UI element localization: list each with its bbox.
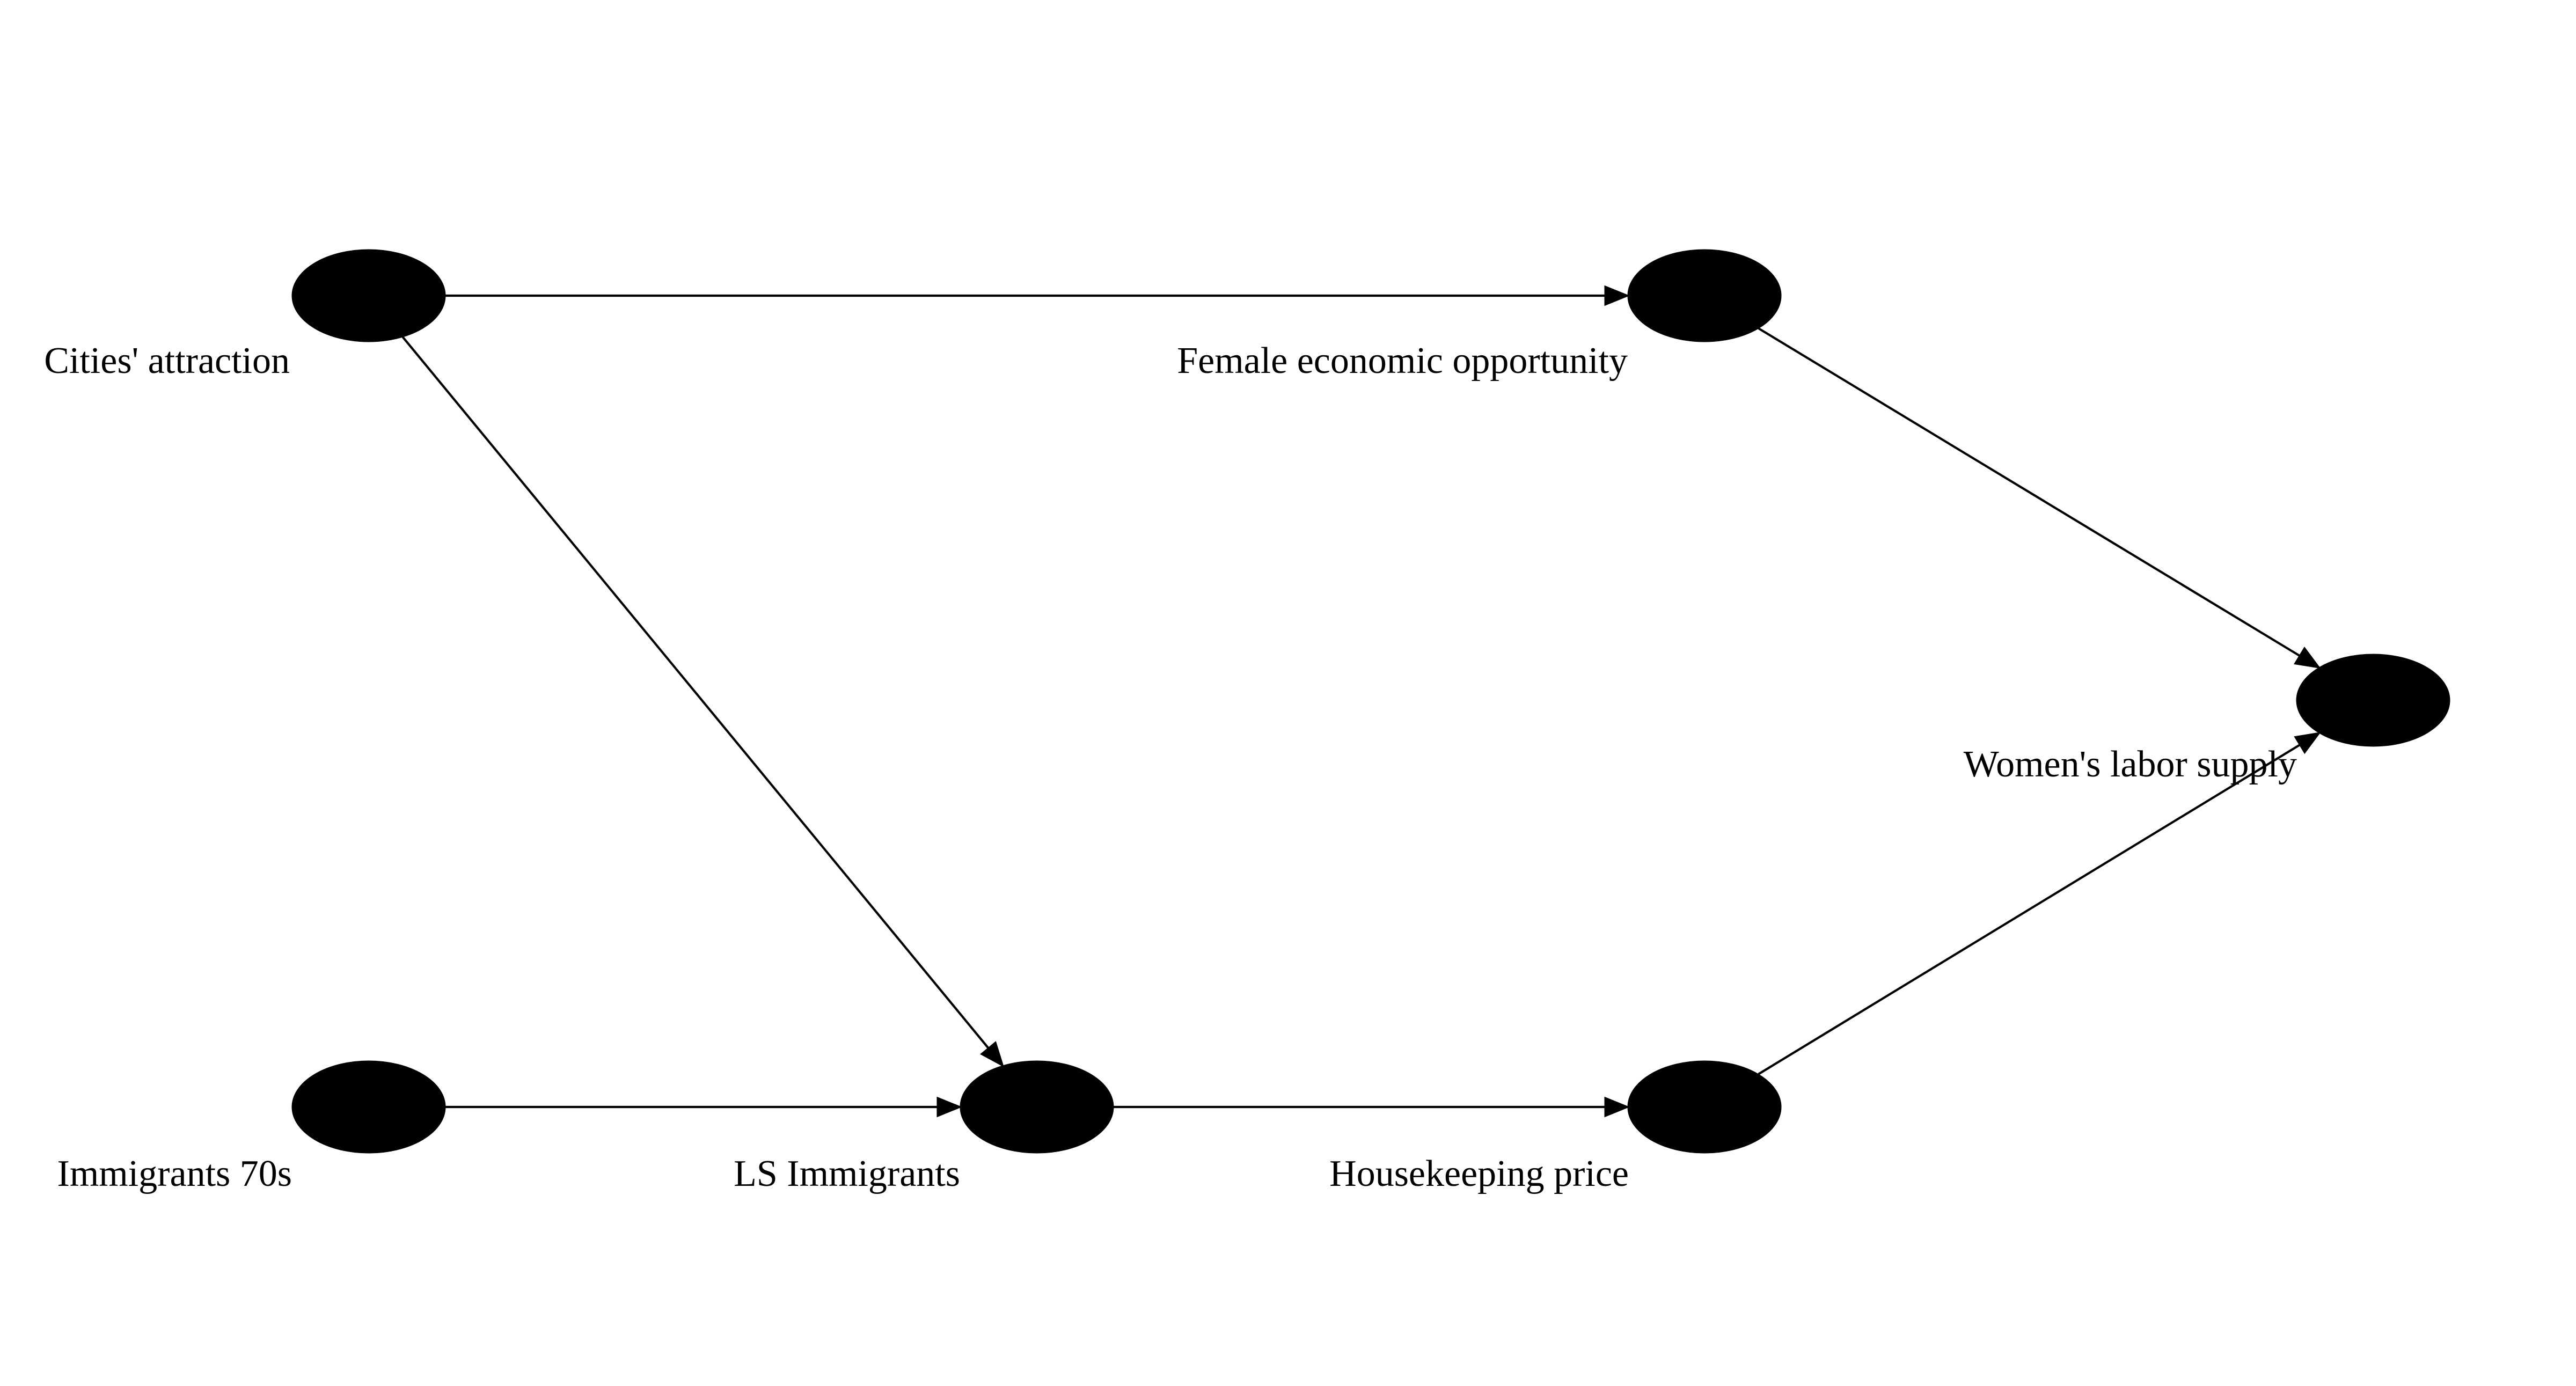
edge-imm70-to-ls [445, 1096, 962, 1118]
node-female [1627, 249, 1782, 342]
node-label-house: Housekeeping price [1329, 1153, 1629, 1194]
node-label-cities: Cities' attraction [44, 340, 290, 382]
node-house [1627, 1060, 1782, 1154]
arrowhead [980, 1041, 1005, 1068]
node-cities [291, 249, 446, 342]
node-label-imm70: Immigrants 70s [57, 1153, 292, 1194]
edge-line [401, 336, 990, 1049]
node-label-female: Female economic opportunity [1177, 340, 1628, 382]
arrowhead [936, 1096, 962, 1118]
node-label-women: Women's labor supply [1964, 744, 2297, 785]
arrowhead [1604, 1096, 1630, 1118]
nodes-layer [291, 249, 2450, 1154]
labels-layer: Cities' attraction Female economic oppor… [44, 340, 2297, 1194]
edge-line [1758, 327, 2301, 657]
edge-house-to-women [1758, 732, 2321, 1075]
node-ls [960, 1060, 1114, 1154]
edge-cities-to-ls [401, 336, 1005, 1068]
node-imm70 [291, 1060, 446, 1154]
arrowhead [1604, 285, 1630, 306]
node-label-ls: LS Immigrants [734, 1153, 960, 1194]
edge-ls-to-house [1114, 1096, 1630, 1118]
edge-female-to-women [1758, 327, 2321, 669]
arrowhead [2294, 732, 2321, 754]
edges-layer [401, 285, 2321, 1118]
edge-cities-to-female [445, 285, 1630, 306]
node-women [2296, 654, 2450, 747]
arrowhead [2294, 647, 2321, 669]
edge-line [1758, 744, 2301, 1075]
